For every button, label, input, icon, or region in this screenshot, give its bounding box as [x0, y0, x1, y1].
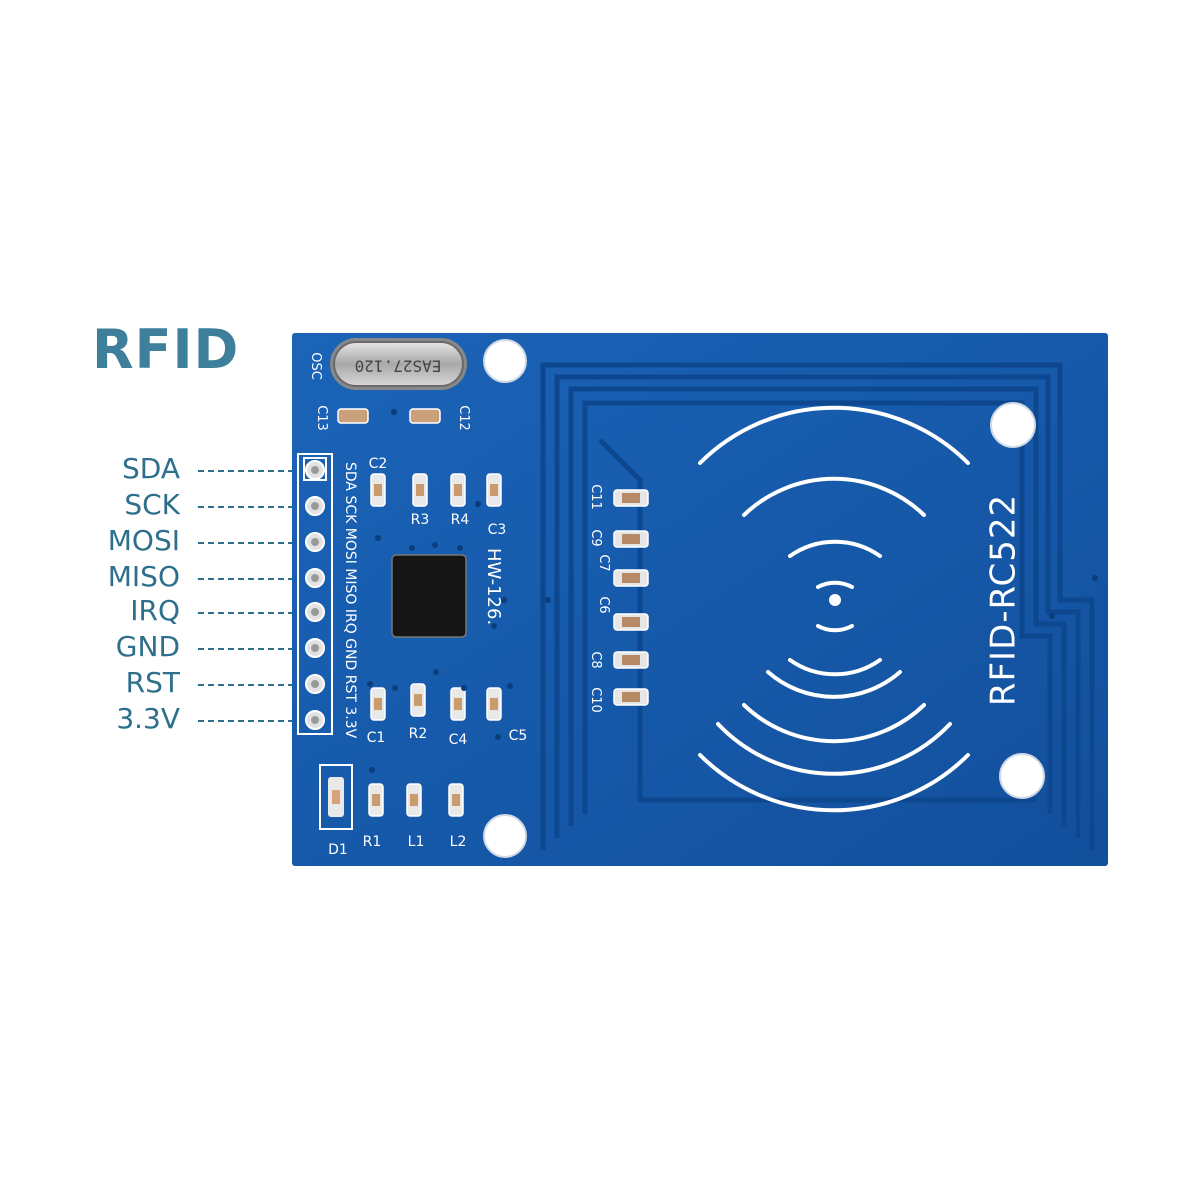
- matching-capacitor-body: [622, 534, 640, 544]
- pin-label-mosi: MOSI: [107, 524, 180, 557]
- silk-c8: C8: [588, 651, 603, 668]
- leader-line-irq: [198, 612, 294, 614]
- silk-c9: C9: [588, 529, 603, 546]
- smd-component-body: [410, 794, 418, 806]
- pin-pads: [305, 460, 325, 730]
- matching-capacitors: [613, 489, 649, 706]
- mounting-hole-3: [483, 814, 527, 858]
- pin-label-sda: SDA: [122, 452, 180, 485]
- silk-c7: C7: [596, 554, 611, 571]
- pin-label-miso: MISO: [107, 560, 180, 593]
- mounting-hole-4: [999, 753, 1045, 799]
- leader-line-3v3: [198, 720, 294, 722]
- rf-wave-symbol: [698, 405, 970, 813]
- silk-c11: C11: [588, 484, 603, 510]
- crystal-oscillator: EAS27.120: [330, 338, 467, 390]
- silk-c5: C5: [509, 728, 528, 744]
- silk-c4: C4: [449, 732, 468, 748]
- header-silk-text: SDA SCK MOSI MISO IRQ GND RST 3.3V: [342, 462, 358, 739]
- leader-line-rst: [198, 684, 294, 686]
- smd-component-body: [372, 794, 380, 806]
- smd-component-body: [490, 484, 498, 496]
- pcb-board: [292, 333, 1108, 866]
- header-pin-hole: [311, 680, 319, 688]
- antenna-coil: [540, 362, 1095, 850]
- matching-capacitor-body: [622, 573, 640, 583]
- cap-c13: [337, 408, 369, 424]
- osc-silk-label: OSC: [308, 352, 323, 380]
- header-pin-hole: [311, 644, 319, 652]
- smd-component-body: [374, 484, 382, 496]
- mounting-hole-2: [990, 402, 1036, 448]
- smd-component-body: [452, 794, 460, 806]
- smd-component-body: [490, 698, 498, 710]
- header-pin-hole: [311, 466, 319, 474]
- leader-line-mosi: [198, 542, 294, 544]
- pin-label-irq: IRQ: [130, 594, 180, 627]
- silk-c2: C2: [369, 456, 388, 472]
- board-code-label: HW-126.: [483, 548, 504, 625]
- silk-r3: R3: [411, 512, 430, 528]
- header-pin-hole: [311, 574, 319, 582]
- silk-c10: C10: [588, 687, 603, 713]
- leader-line-miso: [198, 578, 294, 580]
- smd-component-body: [454, 698, 462, 710]
- smd-component-body: [454, 484, 462, 496]
- silk-c3: C3: [488, 522, 507, 538]
- silk-r4: R4: [451, 512, 470, 528]
- silk-d1: D1: [328, 842, 348, 858]
- left-part-labels: C2 R3 R4 C3 C1 R2 C4 C5 R1 L1 L2 D1: [328, 456, 527, 858]
- smd-component-body: [416, 484, 424, 496]
- smd-component-body: [374, 698, 382, 710]
- leader-line-sck: [198, 506, 294, 508]
- pin-label-gnd: GND: [115, 630, 180, 663]
- cap-c12: [409, 408, 441, 424]
- silk-l2: L2: [450, 834, 467, 850]
- board-model-label: RFID-RC522: [984, 494, 1024, 706]
- header-pin-hole: [311, 716, 319, 724]
- smd-component-body: [414, 694, 422, 706]
- pin-label-3v3: 3.3V: [116, 702, 180, 735]
- crystal-marking: EAS27.120: [355, 357, 442, 376]
- header-pin-hole: [311, 502, 319, 510]
- rf-center-dot: [829, 594, 841, 606]
- leader-line-gnd: [198, 648, 294, 650]
- mounting-hole-1: [483, 339, 527, 383]
- led-d1: [319, 764, 353, 830]
- silk-c6: C6: [596, 596, 611, 613]
- vias: [367, 409, 1098, 773]
- matching-capacitor-body: [622, 655, 640, 665]
- pin-label-rst: RST: [125, 666, 180, 699]
- mfrc522-chip: [391, 554, 467, 638]
- smd-components: [368, 473, 502, 817]
- match-cap-labels: C11 C9 C7 C6 C8 C10: [588, 484, 611, 713]
- silk-c1: C1: [367, 730, 386, 746]
- silk-c12: C12: [456, 405, 471, 431]
- matching-capacitor-body: [622, 617, 640, 627]
- header-pin-hole: [311, 608, 319, 616]
- silk-r1: R1: [363, 834, 382, 850]
- leader-line-sda: [198, 470, 294, 472]
- heading-rfid: RFID: [92, 318, 240, 381]
- silk-c13: C13: [314, 405, 329, 431]
- header-pin-hole: [311, 538, 319, 546]
- matching-capacitor-body: [622, 493, 640, 503]
- silk-l1: L1: [408, 834, 425, 850]
- matching-capacitor-body: [622, 692, 640, 702]
- silk-r2: R2: [409, 726, 428, 742]
- pin-label-sck: SCK: [124, 488, 180, 521]
